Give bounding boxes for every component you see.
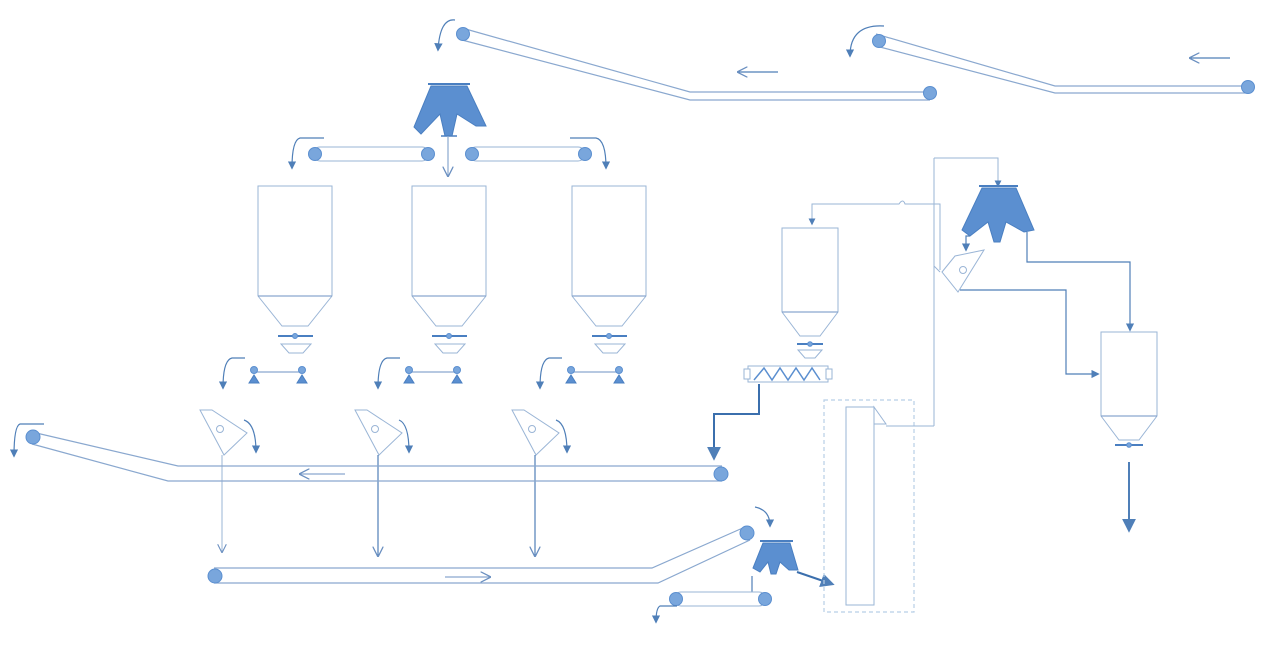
feeder-2-icon	[373, 357, 463, 390]
flap-valve-4-icon	[941, 249, 1100, 379]
flap-valve-3-icon	[511, 409, 572, 556]
distribution-conveyor-left	[287, 137, 435, 170]
feeder-1-icon	[218, 357, 308, 390]
right-distributor-icon	[961, 185, 1135, 332]
bucket-elevator-icon	[823, 157, 1002, 613]
silo-2-icon	[411, 185, 487, 354]
bottom-small-conveyor	[651, 591, 772, 624]
main-distributor-icon	[413, 83, 487, 176]
middle-return-conveyor	[9, 423, 729, 482]
top-conveyor-right	[845, 25, 1255, 94]
small-silo-icon	[781, 227, 839, 359]
silo-feed-line	[808, 200, 941, 270]
flap-valve-2-icon	[354, 409, 414, 556]
top-conveyor-left	[434, 19, 937, 101]
silo-3-icon	[571, 185, 647, 354]
lower-distributor-icon	[751, 540, 835, 596]
feeder-3-icon	[535, 357, 625, 390]
right-silo-icon	[1100, 331, 1158, 533]
screw-conveyor-icon	[707, 365, 833, 461]
bottom-collector-conveyor	[207, 506, 775, 584]
distribution-conveyor-right	[465, 137, 611, 170]
flap-valve-1-icon	[199, 409, 261, 552]
silo-1-icon	[257, 185, 333, 354]
